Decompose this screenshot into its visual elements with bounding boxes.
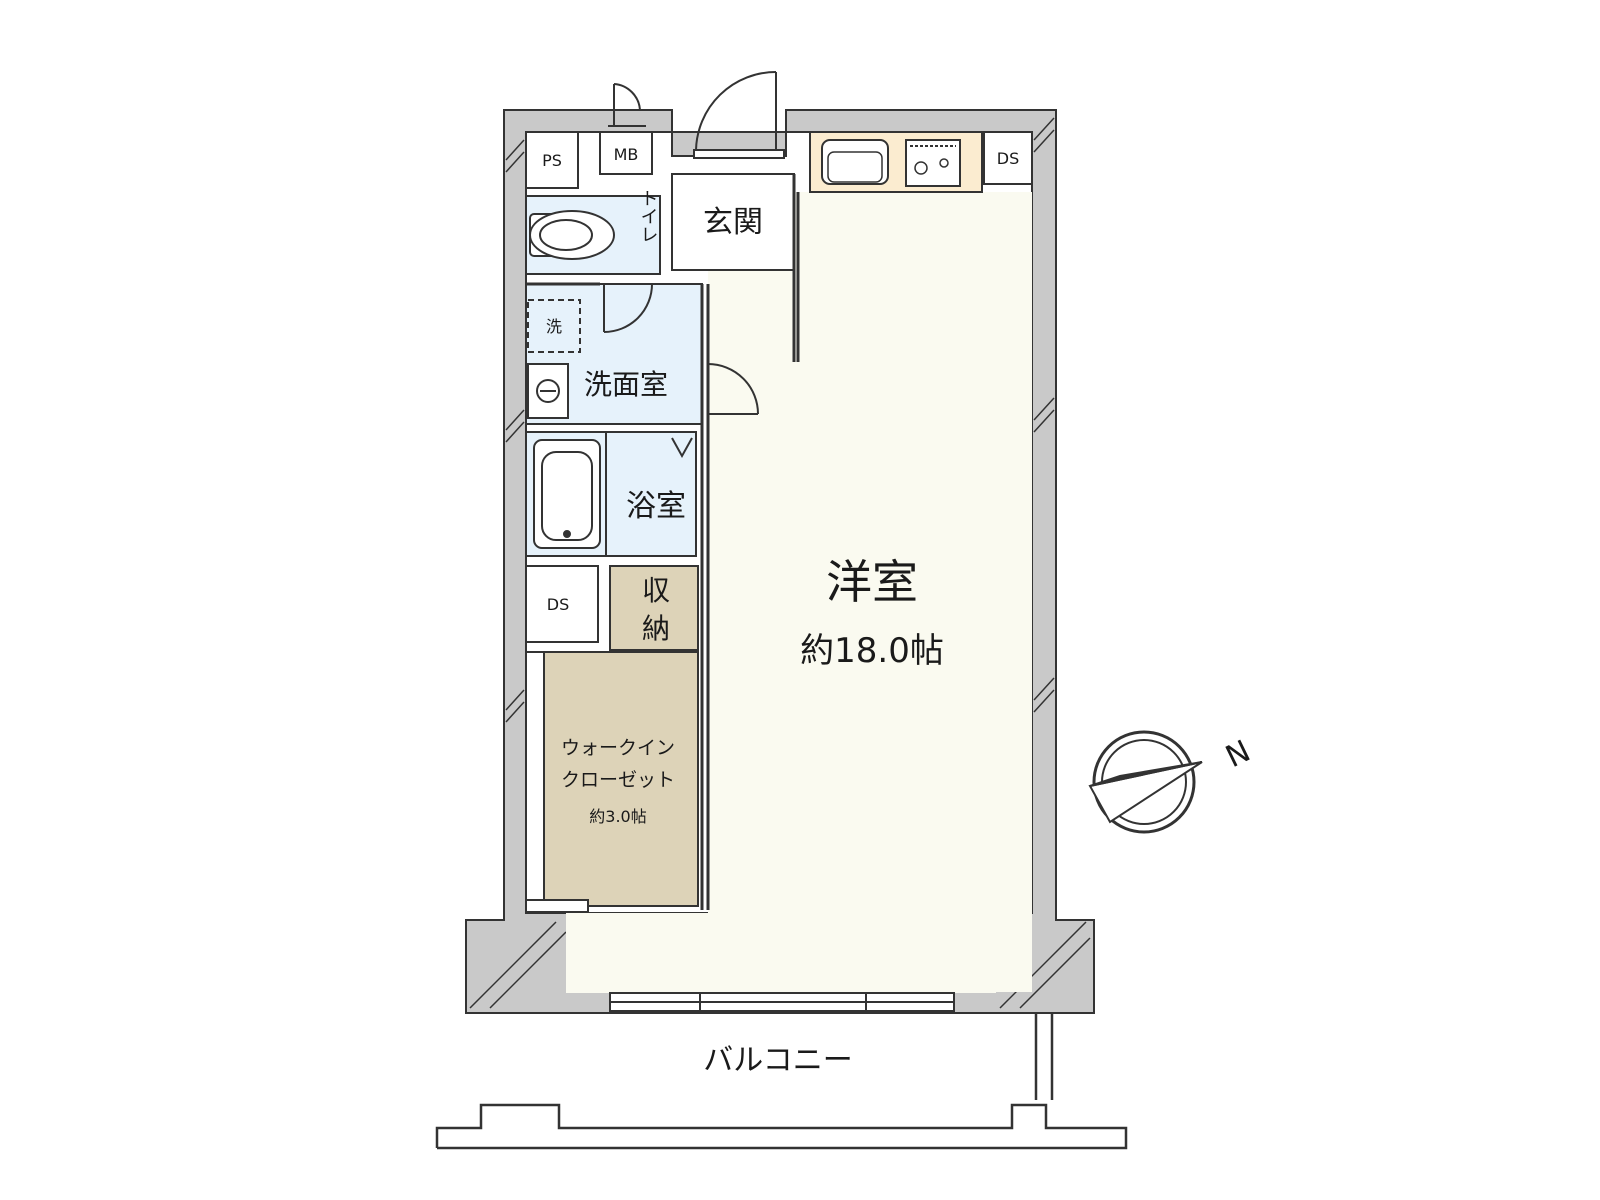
closet-size: 約3.0帖 — [589, 807, 646, 826]
storage-label-1: 収 — [642, 574, 670, 607]
western-room — [708, 192, 1032, 992]
storage — [609, 565, 699, 651]
ds-hall-label: DS — [547, 595, 569, 614]
entrance-door — [693, 71, 785, 159]
compass-icon: N — [1088, 730, 1256, 834]
entrance — [671, 173, 795, 271]
balcony-label: バルコニー — [703, 1043, 852, 1078]
walk-in-closet — [543, 651, 699, 907]
mb-door — [608, 83, 646, 127]
svg-text:トイレ: トイレ — [638, 189, 659, 243]
ds-hall-box — [525, 565, 599, 643]
ds-kitchen-box — [983, 131, 1033, 185]
storage-label-2: 納 — [642, 612, 670, 645]
kitchen-counter — [809, 131, 983, 193]
bath-vent-icon — [671, 437, 693, 459]
ps-box — [525, 131, 579, 189]
toilet-label: トイレ — [638, 189, 659, 243]
western-room-label: 洋室 — [826, 555, 918, 609]
closet-label-1: ウォークイン — [561, 737, 675, 759]
bathtub-icon — [533, 439, 601, 549]
mb-box — [599, 131, 653, 175]
mb-label: MB — [614, 145, 639, 164]
closet-label-2: クローゼット — [561, 769, 675, 791]
compass-north-label: N — [1220, 734, 1256, 775]
entrance-label: 玄関 — [703, 205, 763, 240]
toilet-icon — [529, 210, 615, 260]
window-sash — [609, 992, 955, 1012]
balcony-outline — [435, 1005, 1128, 1150]
ps-label: PS — [542, 151, 562, 170]
washer-label: 洗 — [546, 317, 562, 336]
western-room-size: 約18.0帖 — [800, 631, 944, 671]
bath-label: 浴室 — [626, 489, 686, 524]
washroom-label: 洗面室 — [584, 368, 668, 401]
washer-space — [527, 299, 581, 353]
ds-kitchen-label: DS — [997, 149, 1019, 168]
sink-icon — [821, 139, 889, 185]
stove-icon — [905, 139, 961, 187]
